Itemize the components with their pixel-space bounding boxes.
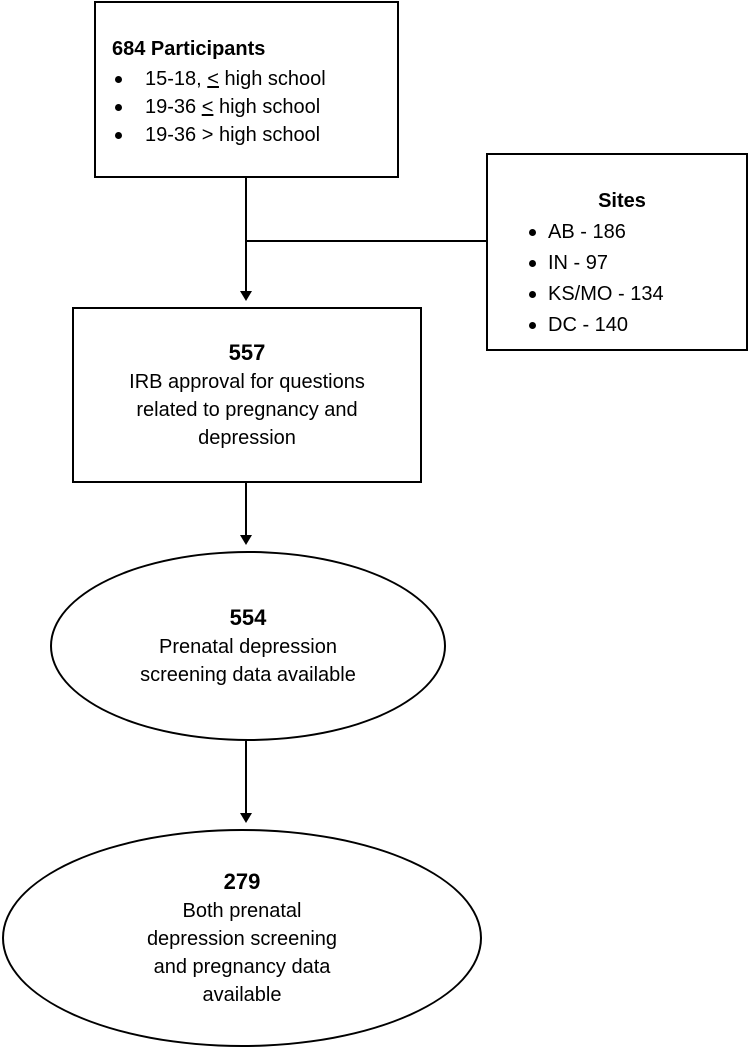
sites-item: AB - 186 xyxy=(526,217,746,248)
prenatal-description: Prenatal depression screening data avail… xyxy=(140,636,356,686)
irb-count: 557 xyxy=(228,340,266,365)
participants-title: 684 Participants xyxy=(112,38,266,60)
participants-item: 19-36 < high school xyxy=(112,93,397,121)
participants-item: 19-36 > high school xyxy=(112,121,397,149)
prenatal-count: 554 xyxy=(229,605,267,630)
sites-item: DC - 140 xyxy=(526,310,746,341)
irb-box: 557 IRB approval for questions related t… xyxy=(72,307,422,483)
participants-item: 15-18, < high school xyxy=(112,65,397,93)
both-oval: 279 Both prenatal depression screening a… xyxy=(2,829,482,1047)
both-count: 279 xyxy=(223,869,261,894)
sites-item: KS/MO - 134 xyxy=(526,279,746,310)
sites-box: Sites AB - 186 IN - 97 KS/MO - 134 DC - … xyxy=(486,153,748,351)
sites-list: AB - 186 IN - 97 KS/MO - 134 DC - 140 xyxy=(488,217,746,341)
participants-box: 684 Participants 15-18, < high school 19… xyxy=(94,1,399,178)
irb-description: IRB approval for questions related to pr… xyxy=(129,371,365,449)
participants-list: 15-18, < high school 19-36 < high school… xyxy=(112,65,397,149)
sites-title: Sites xyxy=(598,190,646,212)
both-description: Both prenatal depression screening and p… xyxy=(146,900,338,1006)
prenatal-oval: 554 Prenatal depression screening data a… xyxy=(50,551,446,741)
sites-item: IN - 97 xyxy=(526,248,746,279)
